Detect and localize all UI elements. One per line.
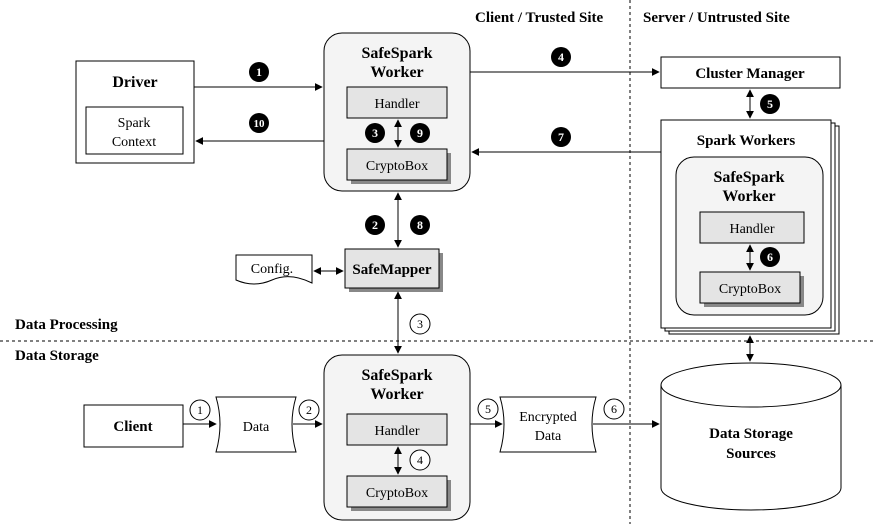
safemapper-label: SafeMapper [352,262,431,278]
client-label: Client [113,419,152,435]
client-site-label: Client / Trusted Site [475,10,604,26]
storage-handler-label: Handler [374,424,419,439]
svg-text:4: 4 [558,50,564,64]
step-marker-7: 7 [551,127,571,147]
step-marker-2: 2 [365,215,385,235]
svg-text:6: 6 [767,250,773,264]
svg-text:6: 6 [611,402,617,416]
cluster-manager-label: Cluster Manager [695,66,805,82]
svg-text:10: 10 [254,118,266,130]
server-worker-line2: Worker [722,188,775,205]
storage-worker-line2: Worker [370,386,423,403]
svg-text:9: 9 [417,126,423,140]
step-marker-9: 9 [410,123,430,143]
spark-context-line2: Context [112,135,156,150]
server-worker-line1: SafeSpark [713,169,784,186]
svg-text:5: 5 [767,97,773,111]
processing-handler-label: Handler [374,97,419,112]
svg-text:5: 5 [485,402,491,416]
svg-text:4: 4 [417,453,423,467]
encrypted-data-document: Encrypted Data [499,396,597,453]
processing-cryptobox-label: CryptoBox [366,159,428,174]
storage-step-marker-5: 5 [477,398,499,420]
svg-text:1: 1 [256,65,262,79]
encrypted-data-line1: Encrypted [519,410,577,425]
svg-text:1: 1 [197,403,203,417]
processing-handler-box [346,86,448,119]
data-storage-cylinder: Data Storage Sources [660,362,842,511]
step-marker-5: 5 [760,94,780,114]
storage-step-marker-3: 3 [409,313,431,335]
server-cryptobox-label: CryptoBox [719,282,781,297]
svg-text:2: 2 [372,218,378,232]
client-box: Client [83,404,184,448]
processing-worker-line2: Worker [370,64,423,81]
step-marker-10: 10 [249,113,269,133]
config-label: Config. [251,262,293,277]
storage-sources-line2: Sources [726,446,776,462]
svg-text:3: 3 [372,126,378,140]
safemapper-box: SafeMapper [344,248,443,292]
svg-text:2: 2 [306,403,312,417]
svg-text:3: 3 [417,317,423,331]
config-document: Config. [235,254,313,285]
processing-safespark-worker: SafeSpark Worker Handler CryptoBox [323,32,471,192]
data-storage-label: Data Storage [15,348,99,364]
storage-handler-box [346,413,448,446]
svg-text:7: 7 [558,130,564,144]
server-cryptobox-box [699,271,801,304]
data-processing-label: Data Processing [15,317,118,333]
processing-worker-line1: SafeSpark [361,45,432,62]
storage-worker-line1: SafeSpark [361,367,432,384]
storage-safespark-worker: SafeSpark Worker Handler CryptoBox [323,354,471,521]
spark-context-line1: Spark [118,116,151,131]
spark-workers-title: Spark Workers [697,133,796,149]
storage-step-marker-1: 1 [189,399,211,421]
step-marker-8: 8 [410,215,430,235]
processing-cryptobox-box [346,148,448,181]
storage-step-marker-4: 4 [409,449,431,471]
server-handler-box [699,211,805,244]
step-marker-3: 3 [365,123,385,143]
step-marker-6: 6 [760,247,780,267]
driver-title: Driver [112,74,157,91]
storage-cryptobox-label: CryptoBox [366,486,428,501]
server-handler-label: Handler [729,222,774,237]
storage-sources-line1: Data Storage [709,426,793,442]
driver-box: Driver Spark Context [75,60,195,164]
server-site-label: Server / Untrusted Site [643,10,790,26]
encrypted-data-line2: Data [535,429,562,444]
storage-step-marker-2: 2 [298,399,320,421]
step-marker-1: 1 [249,62,269,82]
svg-text:8: 8 [417,218,423,232]
storage-step-marker-6: 6 [603,398,625,420]
spark-context-box [85,106,184,155]
cluster-manager-box: Cluster Manager [660,56,841,89]
spark-workers-box: Spark Workers SafeSpark Worker Handler C… [660,119,840,335]
data-label: Data [243,420,270,435]
data-document: Data [215,396,297,453]
storage-cryptobox-box [346,475,448,508]
step-marker-4: 4 [551,47,571,67]
